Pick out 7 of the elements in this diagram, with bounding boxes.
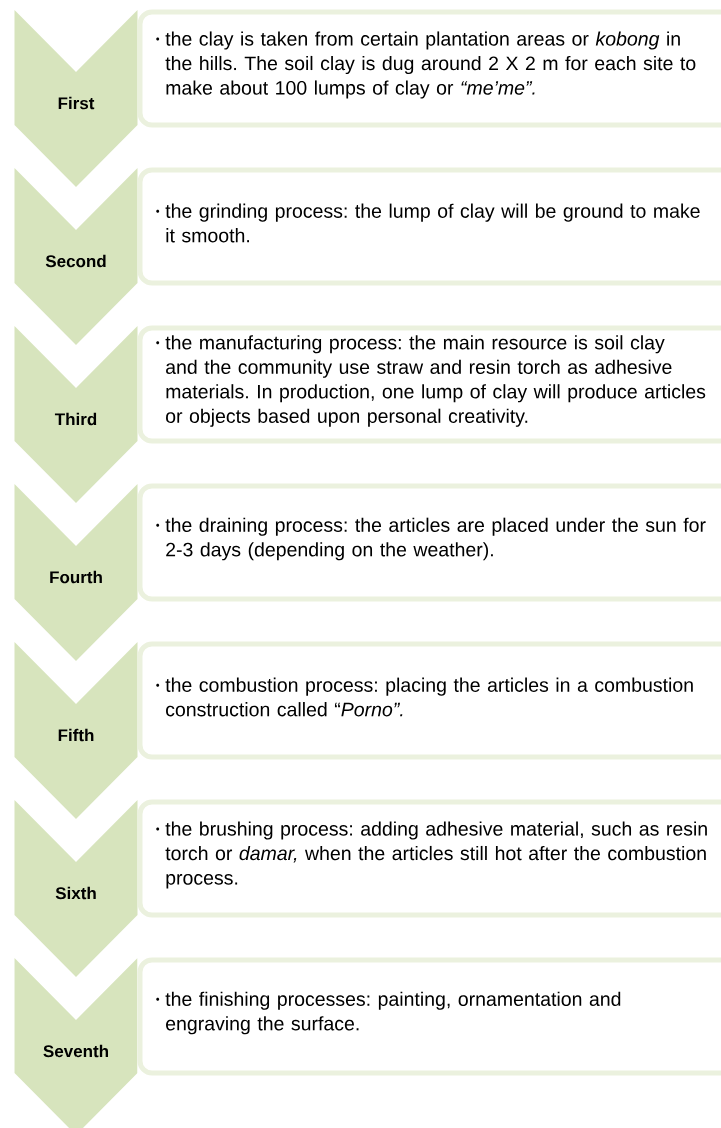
text-box: the finishing processes: painting, ornamentation and engraving the surface. [137, 957, 721, 1076]
text-box: the draining process: the articles are placed under the sun for 2-3 days (depending on the weather). [137, 483, 721, 602]
text-box: the grinding process: the lump of clay will be ground to make it smooth. [137, 167, 721, 286]
text-box: the manufacturing process: the main resource is soil clay and the community use straw and resin torch as adhesive materials. In production, one lump of clay will produce articles or objects based upon personal creativity. [137, 325, 721, 444]
text-box: the clay is taken from certain plantation areas or kobong in the hills. The soil clay is dug around 2 X 2 m for each site to make about 100 lumps of clay or “me’me”. [137, 9, 721, 128]
text-box: the combustion process: placing the articles in a combustion construction called “Porno”. [137, 641, 721, 760]
text-box: the brushing process: adding adhesive material, such as resin torch or damar, when the articles still hot after the combustion process. [137, 799, 721, 918]
